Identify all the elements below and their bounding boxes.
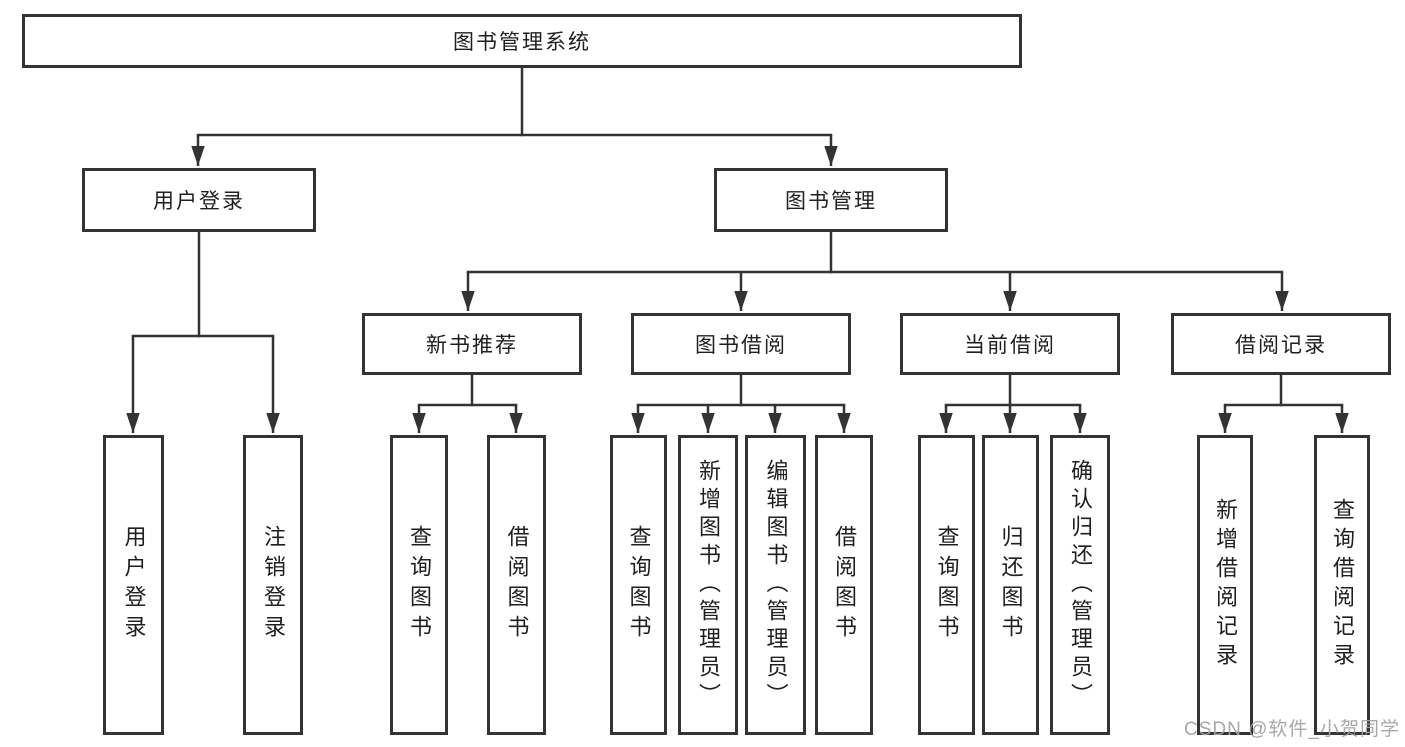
leaf-label: 查询借阅记录: [1330, 498, 1355, 672]
leaf-user-login: 用户登录: [103, 435, 164, 735]
leaf-borrow-books-borrowing: 借阅图书: [815, 435, 873, 735]
node-borrowing-records: 借阅记录: [1171, 313, 1391, 375]
node-label: 当前借阅: [964, 334, 1056, 357]
node-label: 图书借阅: [695, 334, 787, 357]
leaf-label: 新增图书（管理员）: [696, 459, 721, 711]
node-book-borrowing: 图书借阅: [631, 313, 851, 375]
csdn-watermark: CSDN @软件_小贺同学: [1184, 719, 1400, 740]
node-label: 借阅记录: [1235, 334, 1327, 357]
leaf-edit-books-admin: 编辑图书（管理员）: [745, 435, 806, 735]
leaf-label: 确认归还（管理员）: [1068, 459, 1093, 711]
leaf-label: 归还图书: [998, 525, 1024, 645]
leaf-add-borrowing-record: 新增借阅记录: [1197, 435, 1253, 735]
leaf-query-books-recommend: 查询图书: [390, 435, 448, 735]
leaf-label: 借阅图书: [504, 525, 530, 645]
leaf-query-borrowing-record: 查询借阅记录: [1314, 435, 1370, 735]
node-user-login: 用户登录: [82, 168, 316, 232]
leaf-query-books-current: 查询图书: [918, 435, 975, 735]
leaf-add-books-admin: 新增图书（管理员）: [678, 435, 738, 735]
leaf-label: 新增借阅记录: [1213, 498, 1238, 672]
node-label: 图书管理: [785, 190, 877, 213]
leaf-logout: 注销登录: [243, 435, 303, 735]
leaf-confirm-return-admin: 确认归还（管理员）: [1050, 435, 1110, 735]
node-new-book-recommendation: 新书推荐: [362, 313, 582, 375]
node-label: 新书推荐: [426, 334, 518, 357]
leaf-label: 查询图书: [407, 525, 432, 645]
leaf-return-books: 归还图书: [982, 435, 1039, 735]
leaf-label: 编辑图书（管理员）: [763, 459, 789, 711]
node-book-management: 图书管理: [714, 168, 948, 232]
leaf-label: 查询图书: [626, 525, 652, 645]
node-label: 图书管理系统: [453, 31, 591, 54]
node-label: 用户登录: [153, 190, 245, 213]
node-library-management-system: 图书管理系统: [22, 14, 1022, 68]
leaf-label: 借阅图书: [832, 525, 857, 645]
node-current-borrowing: 当前借阅: [900, 313, 1120, 375]
leaf-label: 注销登录: [261, 525, 286, 645]
leaf-label: 用户登录: [121, 525, 147, 645]
leaf-query-books-borrowing: 查询图书: [610, 435, 667, 735]
leaf-label: 查询图书: [934, 525, 960, 645]
leaf-borrow-books-recommend: 借阅图书: [487, 435, 546, 735]
